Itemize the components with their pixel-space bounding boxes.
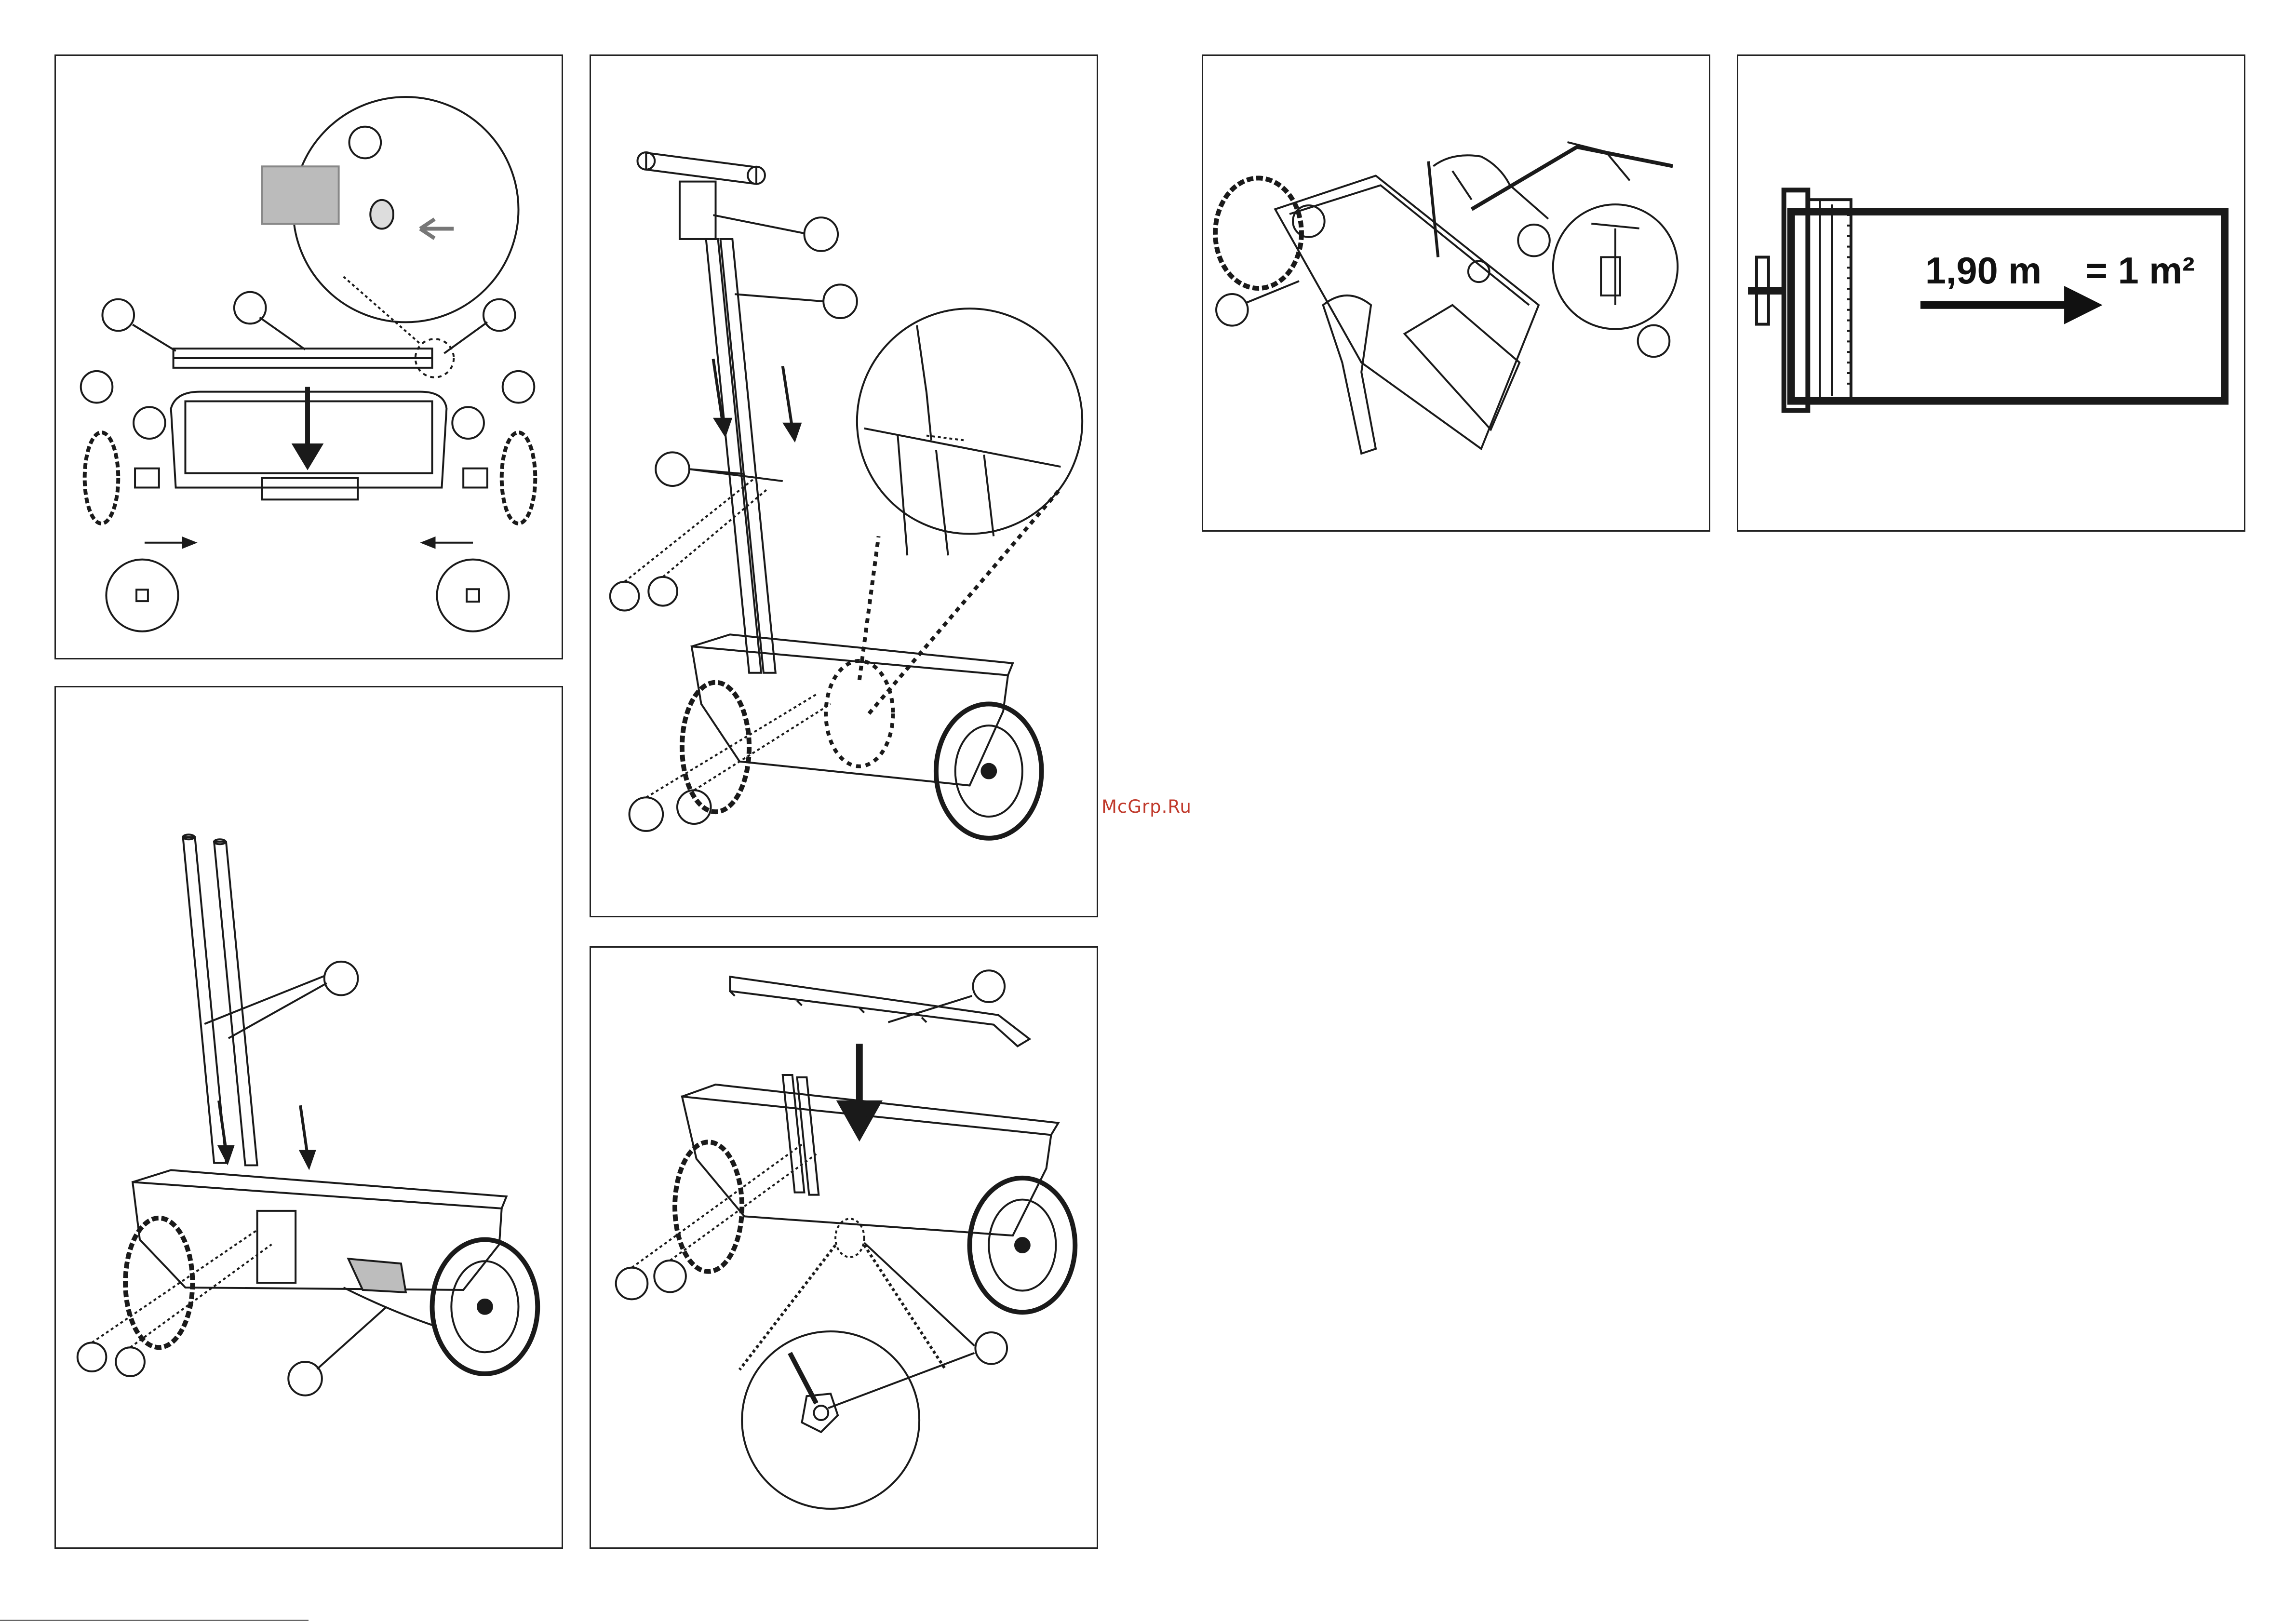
axle-wheels-illustration [56,56,562,658]
panel-axle-wheels [54,54,563,659]
calibration-illustration [1203,56,1709,530]
handle-assembly-illustration [591,56,1097,916]
panel-calibration [1202,54,1710,532]
spread-rate-illustration: 1,90 m = 1 m² [1738,56,2244,530]
cover-install-illustration [591,948,1097,1547]
panel-cover-install [590,946,1098,1549]
watermark: McGrp.Ru [1101,796,1192,817]
distance-label: 1,90 m [1925,250,2041,292]
panel-spread-rate: 1,90 m = 1 m² [1737,54,2245,532]
panel-handle-assembly [590,54,1098,917]
insert-tubes-illustration [56,687,562,1547]
area-label: = 1 m² [2086,250,2195,292]
footer-rule [0,1620,309,1621]
panel-insert-tubes [54,686,563,1549]
